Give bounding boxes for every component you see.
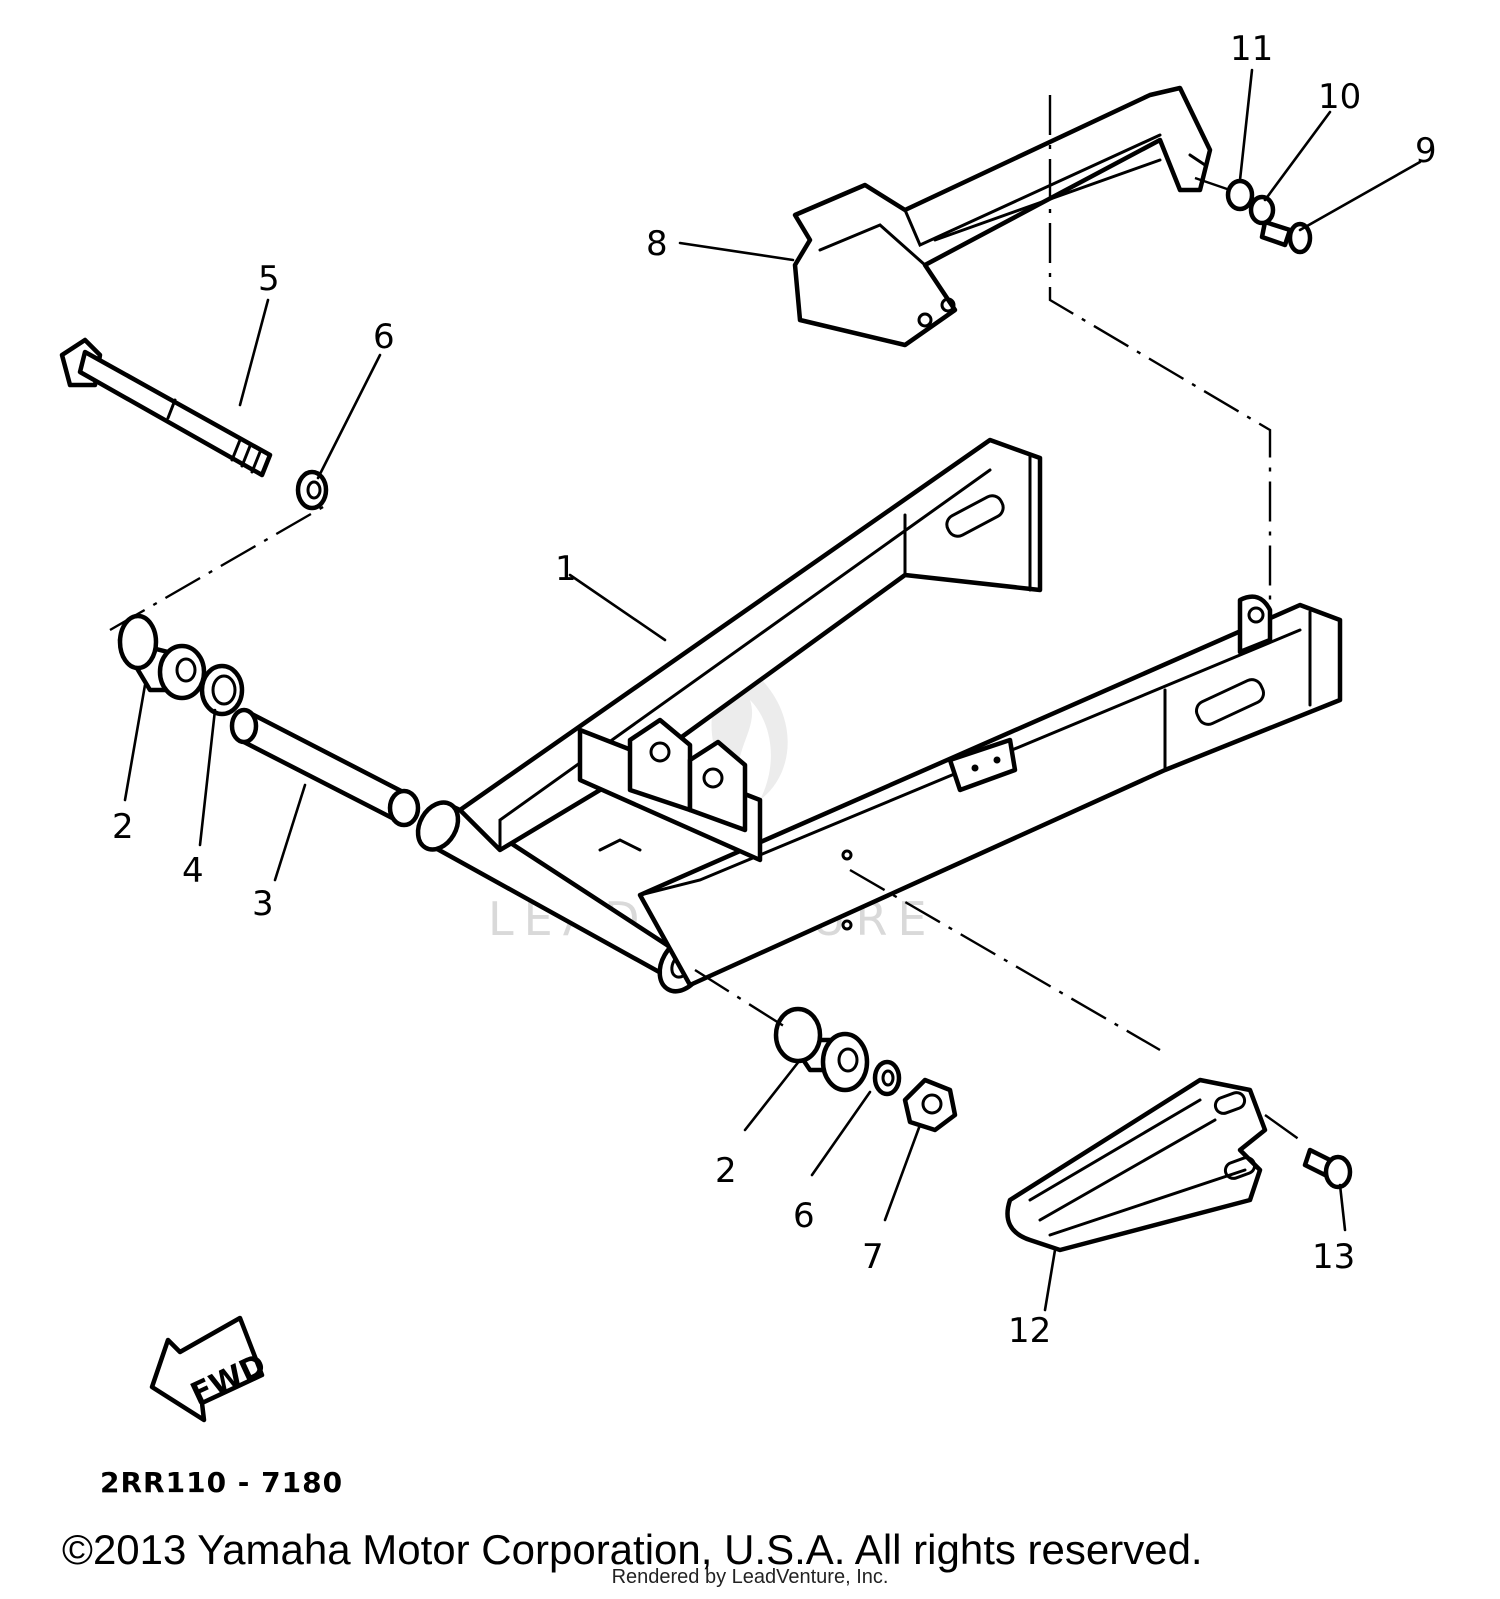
leader-lines — [123, 68, 1422, 1312]
nut-part-11 — [1225, 178, 1255, 212]
seal-part-4 — [199, 663, 245, 717]
callout-1: 1 — [555, 549, 577, 589]
chain-guide-part-8 — [792, 85, 1213, 348]
copyright-notice: ©2013 Yamaha Motor Corporation, U.S.A. A… — [62, 1526, 1203, 1573]
callout-12: 12 — [1008, 1311, 1051, 1351]
swingarm-part-1 — [415, 437, 1343, 994]
callout-2-left: 2 — [112, 807, 134, 847]
bolt-part-13 — [1302, 1147, 1353, 1190]
callouts: 1 2 2 3 4 5 6 6 7 8 9 10 11 12 13 — [112, 29, 1437, 1351]
callout-7: 7 — [862, 1237, 884, 1277]
callout-2-right: 2 — [715, 1151, 737, 1191]
callout-4: 4 — [182, 851, 204, 891]
callout-13: 13 — [1312, 1237, 1355, 1277]
washer-part-6 — [295, 469, 902, 1097]
assembly-lines — [109, 95, 1301, 1141]
callout-6-left: 6 — [373, 317, 395, 357]
callout-8: 8 — [646, 224, 668, 264]
screw-part-9 — [1259, 219, 1313, 255]
nut-part-7 — [902, 1077, 958, 1133]
callout-9: 9 — [1415, 131, 1437, 171]
callout-10: 10 — [1318, 77, 1361, 117]
bushing-part-2 — [117, 613, 870, 1093]
washer-part-10 — [1248, 194, 1276, 226]
callout-6-right: 6 — [793, 1196, 815, 1236]
collar-part-3 — [229, 707, 421, 828]
rendered-by-notice: Rendered by LeadVenture, Inc. — [611, 1566, 889, 1588]
chain-guide-part-12 — [1005, 1077, 1268, 1253]
callout-11: 11 — [1230, 29, 1273, 69]
callout-5: 5 — [258, 259, 280, 299]
callout-3: 3 — [252, 884, 274, 924]
forward-arrow: FWD — [149, 1315, 271, 1423]
diagram-code: 2RR110 - 7180 — [100, 1466, 343, 1499]
pivot-bolt-part-5 — [59, 337, 273, 478]
